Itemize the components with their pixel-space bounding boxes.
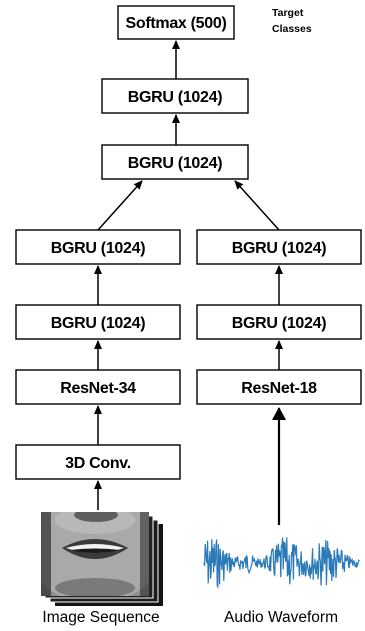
bgru-top2-label: BGRU (1024)	[128, 89, 223, 106]
image-sequence-caption: Image Sequence	[42, 609, 159, 626]
bgru-top1-label: BGRU (1024)	[128, 155, 223, 172]
resnet18-label: ResNet-18	[241, 380, 317, 397]
arrow-video-to-fusion	[97, 180, 143, 231]
frame-front	[41, 512, 149, 596]
bgru-top1-node: BGRU (1024)	[101, 144, 249, 180]
arrows	[94, 40, 286, 525]
resnet34-label: ResNet-34	[60, 380, 136, 397]
bgru-video-1-node: BGRU (1024)	[15, 304, 181, 340]
target-note-line2: Classes	[272, 23, 312, 35]
bgru-audio-2-node: BGRU (1024)	[196, 229, 362, 265]
resnet34-node: ResNet-34	[15, 369, 181, 405]
conv3d-node: 3D Conv.	[15, 444, 181, 480]
target-classes-note: Target Classes	[272, 7, 312, 35]
softmax-node: Softmax (500)	[117, 5, 235, 40]
bgru-video-2-node: BGRU (1024)	[15, 229, 181, 265]
target-note-line1: Target	[272, 7, 304, 19]
bgru-audio-2-label: BGRU (1024)	[232, 240, 327, 257]
bgru-video-1-label: BGRU (1024)	[51, 315, 146, 332]
resnet18-node: ResNet-18	[196, 369, 362, 405]
bgru-video-2-label: BGRU (1024)	[51, 240, 146, 257]
audio-waveform-caption: Audio Waveform	[224, 609, 338, 626]
bgru-top2-node: BGRU (1024)	[101, 78, 249, 114]
softmax-label: Softmax (500)	[125, 15, 226, 32]
bgru-audio-1-node: BGRU (1024)	[196, 304, 362, 340]
image-sequence-icon	[41, 512, 163, 606]
conv3d-label: 3D Conv.	[65, 455, 131, 472]
bgru-audio-1-label: BGRU (1024)	[232, 315, 327, 332]
arrow-audio-to-fusion	[234, 180, 280, 231]
audio-waveform-icon	[203, 537, 360, 589]
